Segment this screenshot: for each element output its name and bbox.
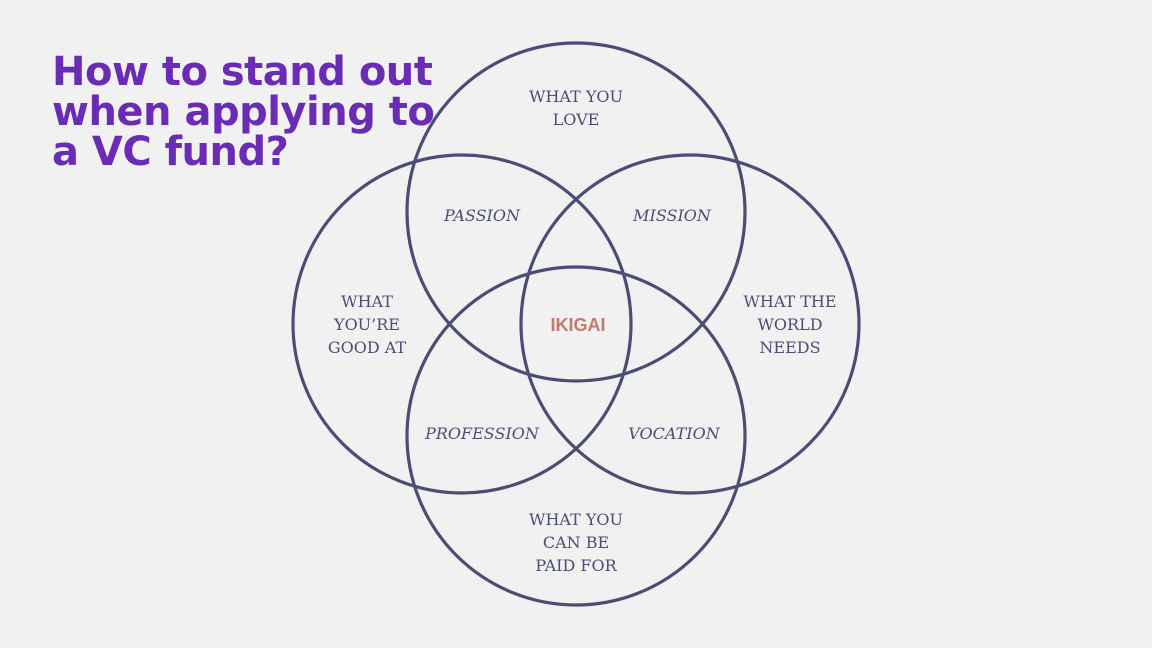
label-paid-for-line: CAN BE xyxy=(543,533,609,552)
label-good-at-line: YOU’RE xyxy=(333,315,400,334)
label-world-needs-line: WHAT THE xyxy=(743,292,836,311)
circle-what-you-can-be-paid-for xyxy=(405,265,747,607)
label-paid-for-line: WHAT YOU xyxy=(529,510,623,529)
label-what-you-love-line: WHAT YOU xyxy=(529,87,623,106)
page-title-line: a VC fund? xyxy=(52,129,289,175)
label-profession: PROFESSION xyxy=(424,424,540,443)
label-vocation: VOCATION xyxy=(628,424,720,443)
label-paid-for-line: PAID FOR xyxy=(535,556,617,575)
page-title-line: How to stand out xyxy=(52,49,433,95)
label-good-at-line: WHAT xyxy=(341,292,393,311)
label-world-needs-line: WORLD xyxy=(757,315,822,334)
page-title-line: when applying to xyxy=(52,89,435,135)
label-good-at-line: GOOD AT xyxy=(328,338,407,357)
circle-what-youre-good-at xyxy=(291,153,633,495)
label-ikigai: IKIGAI xyxy=(550,315,605,335)
label-mission: MISSION xyxy=(632,206,712,225)
label-world-needs-line: NEEDS xyxy=(759,338,820,357)
label-what-you-love-line: LOVE xyxy=(553,110,600,129)
page-title: How to stand out when applying to a VC f… xyxy=(52,52,452,172)
circle-what-you-love xyxy=(405,41,747,383)
circle-what-the-world-needs xyxy=(519,153,861,495)
label-passion: PASSION xyxy=(443,206,521,225)
